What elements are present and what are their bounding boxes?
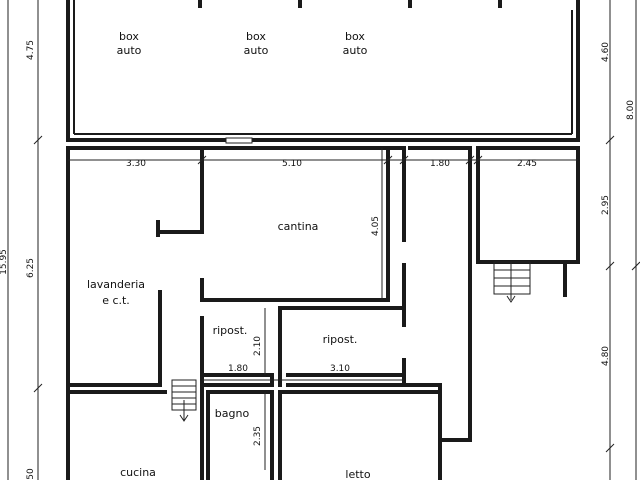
- room-box-auto-1-line2: auto: [117, 44, 142, 57]
- room-box-auto-3-line1: box: [345, 30, 365, 43]
- room-cantina: cantina: [278, 220, 319, 233]
- dim-right-total: 8.00: [626, 100, 636, 120]
- dim-left-mid: 6.25: [26, 258, 36, 278]
- garage-vent: [225, 137, 253, 144]
- dim-top-510: 5.10: [282, 159, 302, 169]
- room-ripost-1: ripost.: [213, 324, 248, 337]
- dim-right-mid: 2.95: [601, 195, 611, 215]
- dim-ripost-height: 2.10: [253, 336, 263, 356]
- room-lavanderia-line2: e c.t.: [102, 294, 130, 307]
- dim-bagno-height: 2.35: [253, 426, 263, 446]
- dim-top-330: 3.30: [126, 159, 146, 169]
- dim-right-top: 4.60: [601, 42, 611, 62]
- basement-walls: [66, 146, 580, 480]
- dim-mid-180: 1.80: [228, 364, 248, 374]
- room-box-auto-2-line2: auto: [244, 44, 269, 57]
- room-ripost-2: ripost.: [323, 333, 358, 346]
- room-labels: box auto box auto box auto cantina lavan…: [87, 30, 371, 480]
- internal-walls: [66, 146, 442, 480]
- room-cucina: cucina: [120, 466, 156, 479]
- room-bagno: bagno: [215, 407, 250, 420]
- room-box-auto-2-line1: box: [246, 30, 266, 43]
- dim-cantina-height: 4.05: [371, 216, 381, 236]
- room-letto: letto: [345, 468, 370, 480]
- stair-basement: [171, 379, 197, 422]
- dim-right-low: 4.80: [601, 346, 611, 366]
- room-box-auto-3-line2: auto: [343, 44, 368, 57]
- stair-exterior: [493, 261, 531, 303]
- dim-left-total: 15.95: [0, 249, 9, 275]
- dim-top-245: 2.45: [517, 159, 537, 169]
- room-box-auto-1-line1: box: [119, 30, 139, 43]
- dim-left-bottom: 50: [26, 468, 36, 480]
- dim-mid-310: 3.10: [330, 364, 350, 374]
- dimension-labels: 4.75 6.25 15.95 50 4.60 8.00 2.95 4.80 3…: [0, 40, 636, 480]
- dim-top-180: 1.80: [430, 159, 450, 169]
- garage-walls: [66, 0, 580, 144]
- room-lavanderia-line1: lavanderia: [87, 278, 145, 291]
- dim-left-top: 4.75: [26, 40, 36, 60]
- dimension-lines: [7, 0, 640, 480]
